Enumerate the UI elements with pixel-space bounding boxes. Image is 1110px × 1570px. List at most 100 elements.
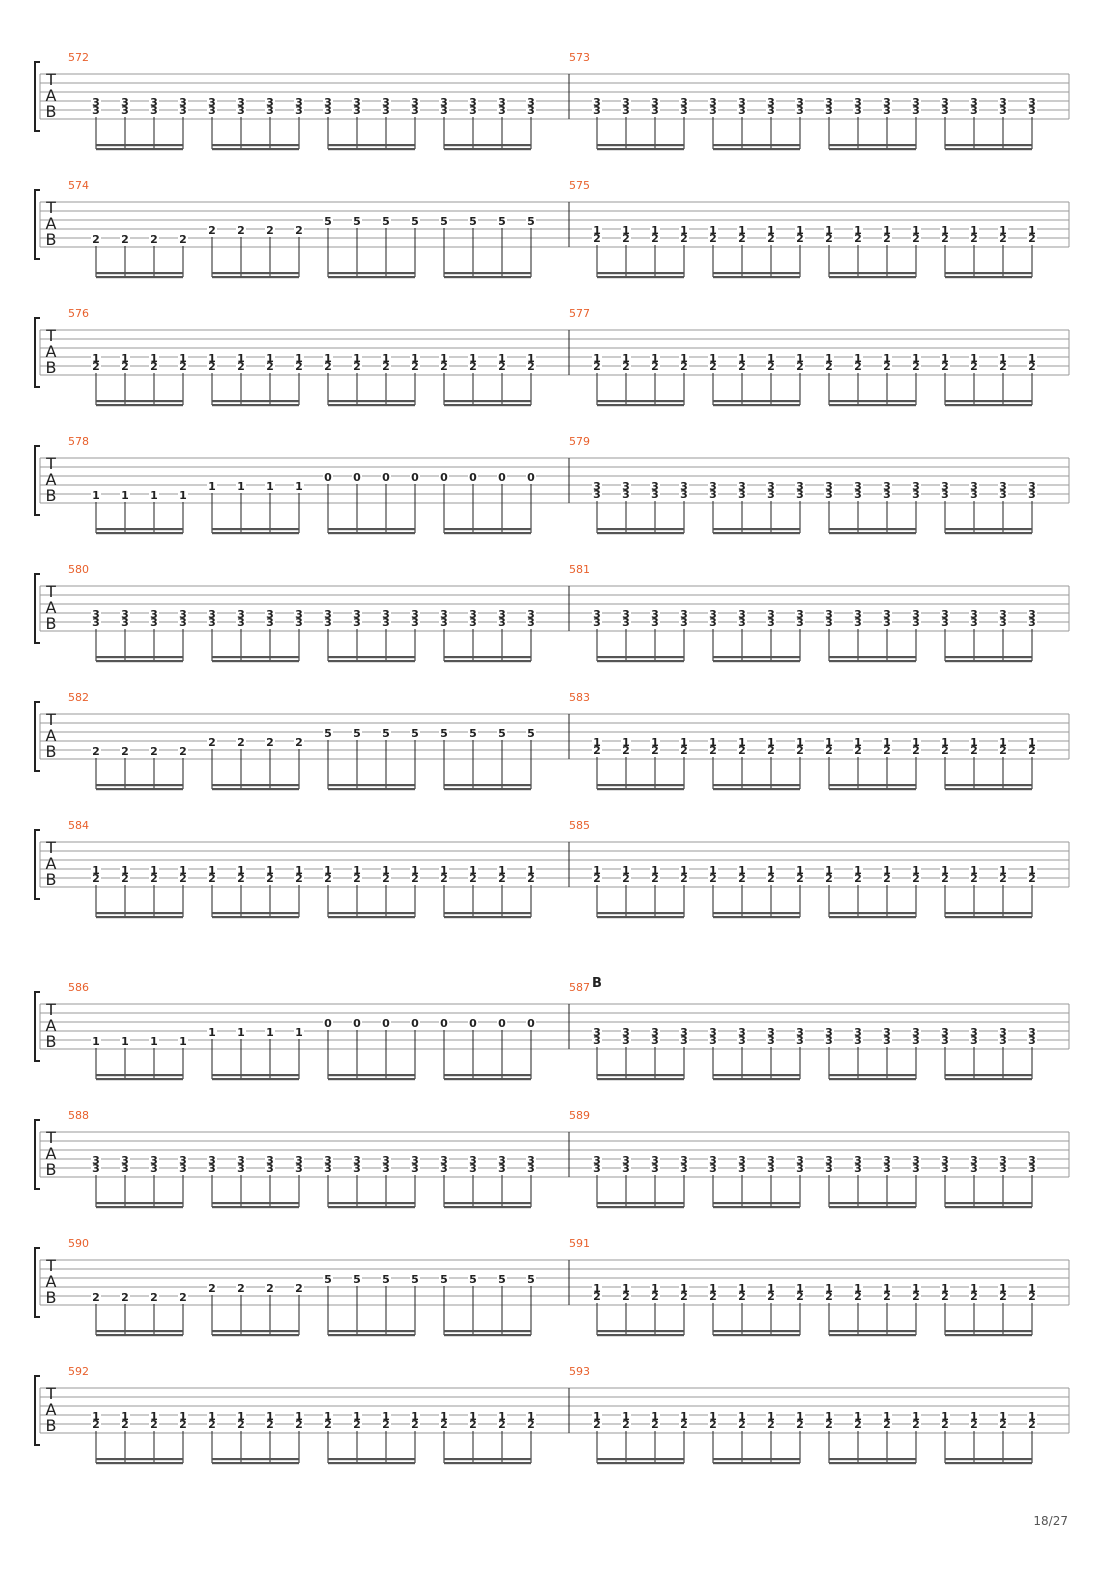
fret-number: 1 [150,352,158,365]
tab-note: 33 [236,1154,246,1207]
fret-mask [766,1164,776,1173]
fret-number: 3 [651,96,659,109]
fret-number: 3 [680,616,688,629]
fret-mask [650,1284,660,1293]
fret-number: 2 [941,872,949,885]
fret-mask [766,106,776,115]
fret-mask [853,362,863,371]
fret-mask [911,226,921,235]
fret-number: 3 [1028,616,1036,629]
fret-mask [592,362,602,371]
fret-number: 2 [411,872,419,885]
fret-mask [766,746,776,755]
beam [829,912,916,915]
fret-mask [621,874,631,883]
fret-number: 1 [1028,864,1036,877]
tab-clef-letter: B [46,486,57,505]
beam [96,916,183,919]
fret-number: 2 [593,744,601,757]
fret-number: 2 [150,1418,158,1431]
fret-mask [737,106,747,115]
tab-note: 2 [294,1282,304,1335]
fret-mask [410,729,420,738]
beam [713,148,800,151]
fret-number: 2 [651,1418,659,1431]
fret-mask [352,1164,362,1173]
fret-mask [998,874,1008,883]
fret-mask [352,874,362,883]
fret-mask [853,98,863,107]
fret-number: 2 [622,1418,630,1431]
fret-mask [439,473,449,482]
fret-mask [621,98,631,107]
fret-mask [91,618,101,627]
tab-note: 33 [149,96,159,149]
beam [597,1458,684,1461]
fret-number: 1 [709,1410,717,1423]
fret-number: 2 [999,1418,1007,1431]
fret-mask [592,618,602,627]
fret-mask [526,217,536,226]
fret-mask [497,473,507,482]
tab-note: 12 [766,352,776,405]
beam [829,272,916,275]
tab-note: 0 [497,1017,507,1079]
fret-number: 3 [738,104,746,117]
fret-mask [650,1292,660,1301]
fret-number: 2 [854,744,862,757]
fret-mask [708,98,718,107]
fret-mask [911,482,921,491]
tab-note: 12 [766,1410,776,1463]
fret-number: 2 [738,360,746,373]
fret-number: 3 [883,96,891,109]
tab-note: 12 [882,1282,892,1335]
fret-number: 1 [912,864,920,877]
fret-mask [468,362,478,371]
tab-note: 12 [882,1410,892,1463]
tab-clef-letter: B [46,102,57,121]
fret-number: 1 [912,1282,920,1295]
fret-mask [824,874,834,883]
fret-number: 3 [527,1162,535,1175]
fret-number: 3 [796,488,804,501]
fret-number: 2 [767,360,775,373]
fret-number: 3 [208,104,216,117]
fret-number: 3 [411,104,419,117]
fret-mask [708,490,718,499]
fret-number: 1 [382,1410,390,1423]
fret-number: 1 [999,736,1007,749]
fret-mask [497,729,507,738]
tab-note: 12 [940,1410,950,1463]
fret-number: 3 [266,1162,274,1175]
fret-number: 2 [796,232,804,245]
fret-mask [969,1036,979,1045]
tab-note: 33 [766,96,776,149]
fret-mask [468,874,478,883]
beam [829,148,916,151]
tab-note: 33 [969,96,979,149]
tab-note: 12 [679,864,689,917]
fret-mask [940,866,950,875]
fret-mask [592,738,602,747]
tab-note: 5 [352,215,362,277]
beam [212,912,299,915]
tab-note: 12 [265,1410,275,1463]
tab-note: 33 [497,96,507,149]
fret-mask [882,866,892,875]
fret-mask [294,482,304,491]
beam [96,400,183,403]
fret-mask [998,1412,1008,1421]
fret-mask [294,1284,304,1293]
fret-mask [352,866,362,875]
tab-note: 5 [323,1273,333,1335]
measure-number: 578 [68,435,89,448]
fret-number: 1 [237,480,245,493]
fret-mask [650,738,660,747]
tab-note: 33 [1027,480,1037,533]
fret-number: 1 [295,864,303,877]
tab-clef-letter: B [46,1160,57,1179]
fret-number: 3 [709,104,717,117]
fret-mask [650,1028,660,1037]
fret-number: 3 [469,1162,477,1175]
fret-number: 1 [237,864,245,877]
